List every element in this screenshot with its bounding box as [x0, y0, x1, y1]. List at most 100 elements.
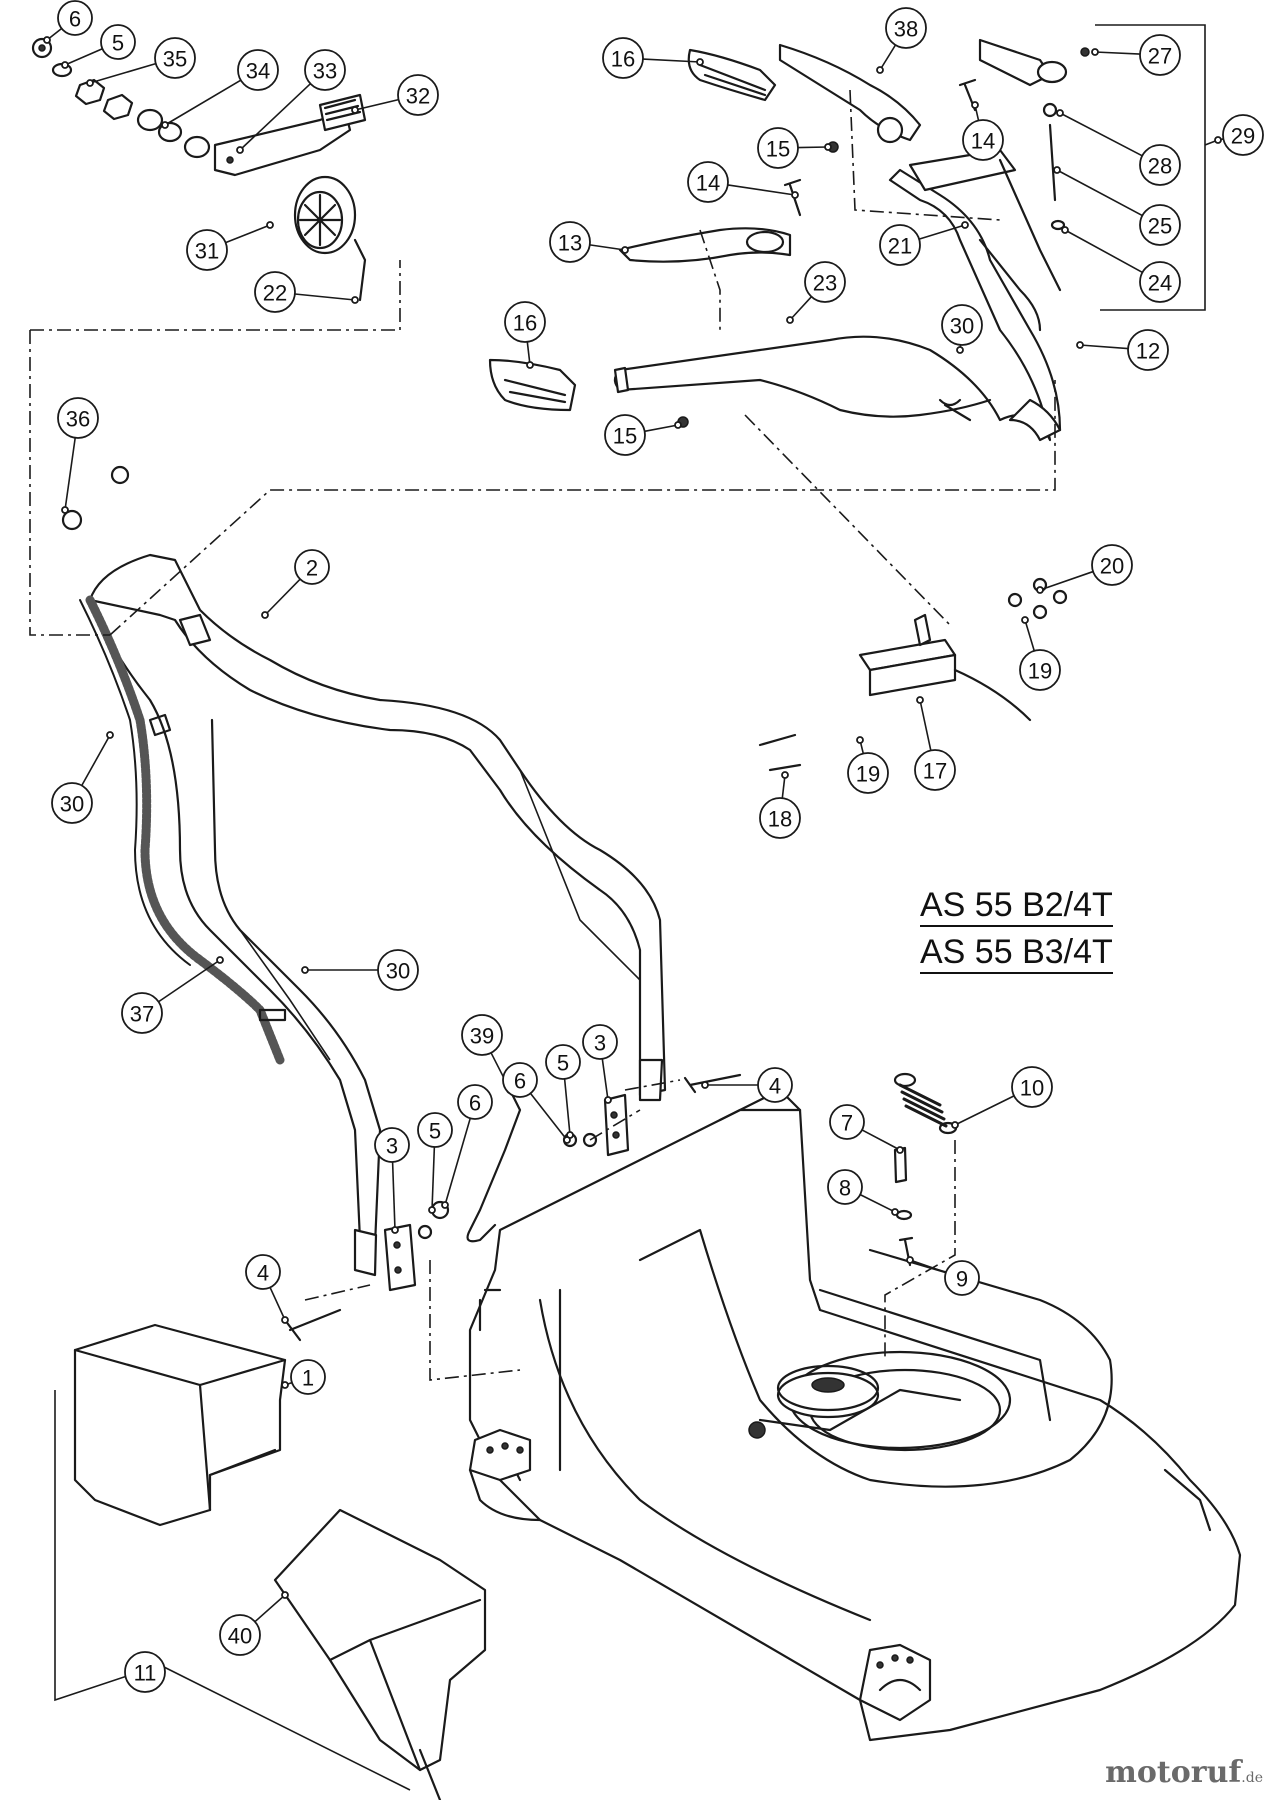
callout-pointer [281, 1316, 289, 1324]
callout-leader [1059, 112, 1143, 157]
callout-bubble [847, 752, 889, 794]
callout-bubble [582, 1024, 618, 1060]
callout-number: 39 [470, 1024, 494, 1049]
callout-leader [879, 44, 897, 71]
callout-pointer [674, 421, 682, 429]
callout-bubble [829, 1104, 865, 1140]
grass-bag-frame-40 [273, 1508, 487, 1800]
callout-25: 25 [1053, 166, 1181, 246]
callout-bubble [100, 24, 136, 60]
callout-5: 5 [417, 1112, 453, 1214]
callout-bubble [374, 1127, 410, 1163]
callout-29: 29 [1214, 114, 1264, 156]
model-label-1: AS 55 B2/4T [920, 885, 1113, 927]
callout-number: 40 [228, 1624, 252, 1649]
callout-bubble [57, 397, 99, 439]
callout-pointer [906, 1256, 914, 1264]
callout-bubble [461, 1014, 503, 1056]
throttle-control-lever [213, 93, 367, 302]
callout-bubble [885, 7, 927, 49]
callout-pointer [891, 1208, 899, 1216]
callout-number: 13 [558, 231, 582, 256]
callout-number: 11 [134, 1661, 157, 1686]
callout-bubble [944, 1260, 980, 1296]
callout-leader [909, 1259, 947, 1274]
callout-leader [264, 578, 301, 616]
return-spring-10 [893, 1072, 958, 1135]
callout-number: 30 [950, 314, 974, 339]
callout-leader [1094, 51, 1141, 55]
handle-grip-left [488, 358, 577, 412]
callout-number: 27 [1148, 44, 1172, 69]
handle-grip-top [687, 48, 777, 102]
callout-leader [919, 699, 932, 751]
callout-pointer [786, 316, 794, 324]
callout-leader [354, 98, 399, 111]
callout-bubble [502, 1062, 538, 1098]
callout-bubble [1139, 34, 1181, 76]
callout-30: 30 [941, 304, 983, 354]
callout-number: 16 [611, 47, 635, 72]
callout-24: 24 [1061, 226, 1181, 303]
callout-pointer [351, 296, 359, 304]
callout-27: 27 [1091, 34, 1181, 76]
callout-bubble [294, 549, 330, 585]
lower-handle [88, 553, 667, 1277]
callout-bubble [377, 949, 419, 991]
callout-bubble [759, 797, 801, 839]
callout-bubble [941, 304, 983, 346]
callout-pointer [951, 1121, 959, 1129]
callout-pointer [261, 611, 269, 619]
callout-leader [859, 1193, 896, 1213]
callout-number: 4 [769, 1074, 781, 1099]
callout-7: 7 [829, 1104, 904, 1154]
callout-19: 19 [1019, 616, 1061, 691]
callout-pointer [281, 1591, 289, 1599]
callout-bubble [51, 782, 93, 824]
callout-5: 5 [61, 24, 136, 69]
callout-number: 7 [841, 1111, 853, 1136]
callout-pointer [86, 79, 94, 87]
callout-32: 32 [351, 74, 439, 116]
callout-pointer [1214, 136, 1222, 144]
callout-pointer [161, 121, 169, 129]
callout-number: 37 [130, 1002, 154, 1027]
callout-number: 15 [766, 137, 790, 162]
watermark-logo: motoruf.de [1105, 1755, 1263, 1790]
callout-bubble [290, 1359, 326, 1395]
callout-bubble [245, 1254, 281, 1290]
watermark-suffix: .de [1241, 1770, 1263, 1786]
callout-number: 19 [856, 762, 880, 787]
callout-leader [1024, 619, 1036, 652]
callout-18: 18 [759, 771, 801, 839]
callout-leader [797, 146, 829, 149]
callout-pointer [876, 66, 884, 74]
callout-pointer [896, 1146, 904, 1154]
callout-pointer [1021, 616, 1029, 624]
callout-leader [1056, 169, 1143, 217]
callout-leader [64, 437, 76, 511]
callout-pointer [1091, 48, 1099, 56]
callout-bubble [1139, 144, 1181, 186]
callout-pointer [971, 101, 979, 109]
callout-pointer [1061, 226, 1069, 234]
callout-13: 13 [549, 221, 629, 263]
callout-9: 9 [906, 1256, 980, 1296]
callout-pointer [781, 771, 789, 779]
callout-30: 30 [301, 949, 419, 991]
callout-pointer [428, 1206, 436, 1214]
callout-number: 6 [469, 1091, 481, 1116]
callout-number: 10 [1020, 1076, 1044, 1101]
callout-pointer [43, 36, 51, 44]
callout-number: 14 [971, 129, 995, 154]
callout-leader [529, 1092, 568, 1141]
callout-number: 5 [112, 31, 124, 56]
callout-number: 3 [386, 1134, 398, 1159]
hinge-bracket-3-left [383, 1223, 417, 1292]
callout-14: 14 [962, 101, 1004, 161]
callout-bubble [604, 414, 646, 456]
callout-pointer [791, 191, 799, 199]
callout-number: 15 [613, 424, 637, 449]
callout-number: 24 [1148, 271, 1172, 296]
